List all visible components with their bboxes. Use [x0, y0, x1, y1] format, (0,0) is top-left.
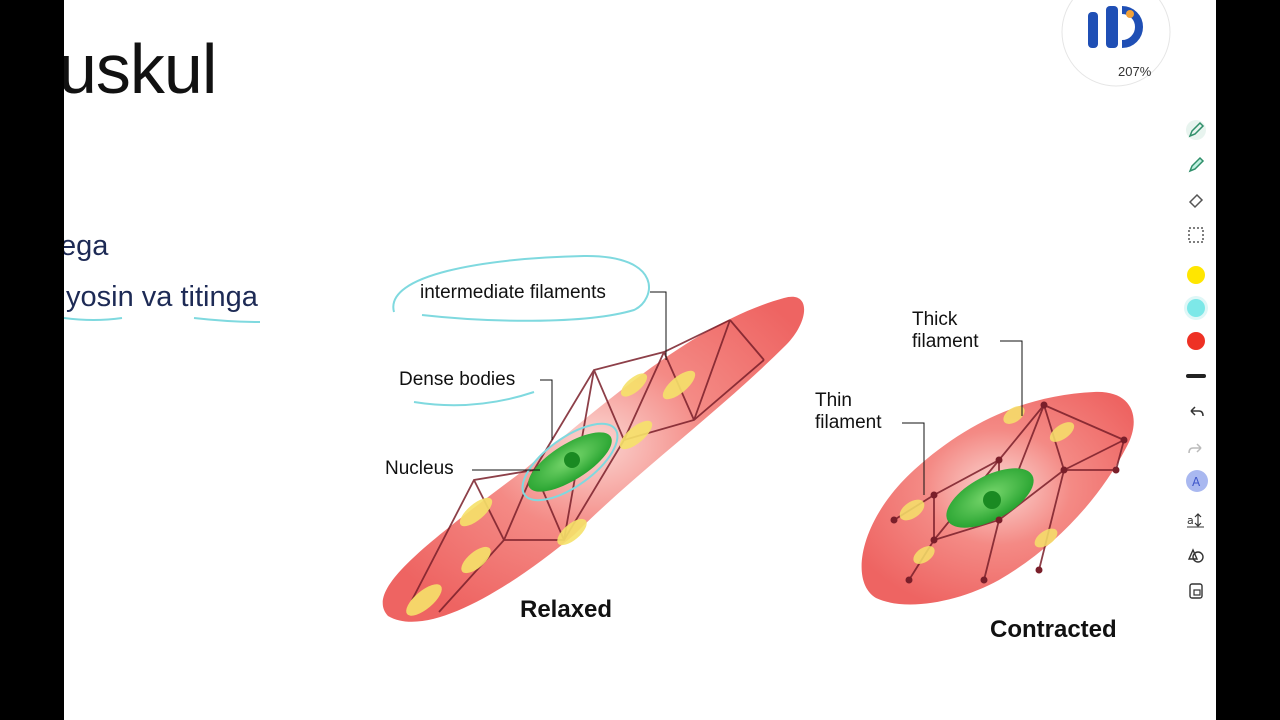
caption-contracted: Contracted [990, 616, 1117, 643]
letterbox-right [1216, 0, 1280, 720]
lasso-select-icon[interactable] [1186, 225, 1206, 245]
label-nucleus: Nucleus [385, 458, 454, 479]
institute-logo [1058, 0, 1176, 90]
smooth-muscle-diagram [64, 254, 1134, 622]
pen-icon[interactable] [1186, 120, 1206, 140]
lock-icon[interactable] [1186, 580, 1206, 600]
svg-text:A: A [1192, 475, 1201, 489]
redo-icon[interactable] [1186, 440, 1206, 460]
color-red[interactable] [1186, 331, 1206, 351]
color-cyan[interactable] [1186, 298, 1206, 318]
label-intermediate-filaments: intermediate filaments [420, 282, 606, 303]
text-size-icon[interactable]: a [1186, 510, 1206, 530]
label-thick-filament: Thick filament [912, 309, 979, 352]
contracted-cell [861, 340, 1134, 605]
note-line-1: ega [64, 230, 109, 262]
note-line-2: yosin va titinga [66, 281, 258, 313]
annotation-dense-underline [413, 391, 535, 407]
annotation-toolbar: A a [1176, 0, 1216, 720]
eraser-icon[interactable] [1186, 190, 1206, 210]
label-thin-filament: Thin filament [815, 390, 882, 433]
svg-text:a: a [1187, 514, 1194, 527]
slide-title: uskul [64, 30, 217, 108]
annotation-loop [392, 254, 650, 322]
label-dense-bodies: Dense bodies [399, 369, 516, 390]
shapes-icon[interactable] [1186, 545, 1206, 565]
color-yellow[interactable] [1186, 265, 1206, 285]
annotation-underline-2 [193, 317, 261, 323]
caption-relaxed: Relaxed [520, 596, 613, 623]
relaxed-cell [382, 291, 805, 622]
undo-icon[interactable] [1186, 403, 1206, 423]
whiteboard-canvas[interactable]: uskul ega yosin va titinga [64, 0, 1176, 720]
highlighter-icon[interactable] [1186, 155, 1206, 175]
stroke-width-icon[interactable] [1186, 366, 1206, 386]
text-recognition-icon[interactable]: A [1186, 470, 1208, 492]
annotation-underline-1 [64, 317, 123, 321]
zoom-level: 207% [1118, 64, 1152, 79]
